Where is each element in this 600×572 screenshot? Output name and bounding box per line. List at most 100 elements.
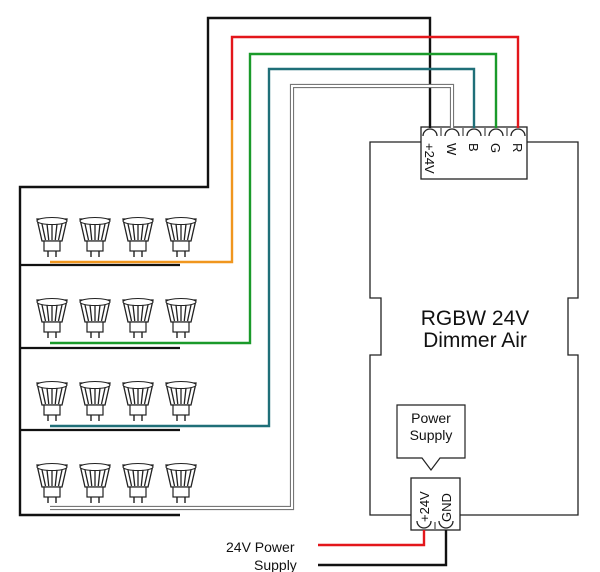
lamp-fin xyxy=(84,469,90,487)
lamp-fin xyxy=(183,304,187,322)
lamp-fin xyxy=(46,469,50,487)
orange-wire xyxy=(50,120,234,264)
lamp-fin xyxy=(186,469,192,487)
lamp-fin xyxy=(183,387,187,405)
gu10-lamp xyxy=(122,462,154,503)
lamp-base xyxy=(129,240,147,252)
lamp-fin xyxy=(143,304,149,322)
lamp-fin xyxy=(97,387,101,405)
lamp-fin xyxy=(84,387,90,405)
lamp-fin xyxy=(170,469,176,487)
lamp-fin xyxy=(41,469,47,487)
lamp-fin xyxy=(100,387,106,405)
lamp-base xyxy=(172,240,190,252)
output-terminal-screw xyxy=(488,128,504,137)
lamp-fin xyxy=(89,304,93,322)
lamp-fin xyxy=(100,223,106,241)
gu10-lamp xyxy=(165,462,197,503)
lamp-base xyxy=(172,486,190,498)
lamp-fin xyxy=(127,387,133,405)
lamp-fin xyxy=(89,387,93,405)
output-terminal-screw xyxy=(444,128,460,137)
wires xyxy=(18,16,520,567)
lamp-fin xyxy=(143,223,149,241)
gu10-lamp xyxy=(36,462,68,503)
lamp-base xyxy=(129,486,147,498)
power-supply-positive-wire xyxy=(318,530,426,547)
gu10-lamp xyxy=(36,216,68,257)
lamp-base xyxy=(172,404,190,416)
lamp-fin xyxy=(54,304,58,322)
lamp-fin xyxy=(186,223,192,241)
power-supply-ground-wire xyxy=(318,530,448,567)
lamp-fin xyxy=(132,387,136,405)
output-terminal-label: B xyxy=(466,143,481,152)
lamp-base xyxy=(86,404,104,416)
lamp-fin xyxy=(127,223,133,241)
lamp-base xyxy=(43,404,61,416)
lamp-fin xyxy=(57,469,63,487)
lamp-fin xyxy=(41,387,47,405)
input-terminal-label: +24V xyxy=(417,491,432,522)
lamp-fin xyxy=(132,223,136,241)
lamp-fin xyxy=(89,223,93,241)
lamp-base xyxy=(86,240,104,252)
lamp-face xyxy=(36,216,68,226)
lamp-fin xyxy=(186,304,192,322)
lamp-face xyxy=(122,380,154,390)
gu10-lamp xyxy=(165,380,197,421)
lamp-grid xyxy=(36,216,197,503)
lamp-fin xyxy=(127,304,133,322)
lamp-base xyxy=(43,240,61,252)
lamp-fin xyxy=(175,469,179,487)
lamp-fin xyxy=(132,469,136,487)
lamp-fin xyxy=(57,304,63,322)
lamp-base xyxy=(129,321,147,333)
lamp-face xyxy=(122,216,154,226)
lamp-fin xyxy=(41,304,47,322)
lamp-fin xyxy=(97,304,101,322)
lamp-fin xyxy=(46,223,50,241)
power-supply-label-line2: Supply xyxy=(410,427,453,443)
gu10-lamp xyxy=(122,216,154,257)
gu10-lamp xyxy=(79,462,111,503)
lamp-face xyxy=(165,380,197,390)
dimmer-title-line1: RGBW 24V xyxy=(421,307,530,330)
lamp-base xyxy=(86,486,104,498)
gu10-lamp xyxy=(122,297,154,338)
lamp-face xyxy=(79,380,111,390)
lamp-fin xyxy=(100,469,106,487)
lamp-fin xyxy=(140,469,144,487)
input-terminal-screw xyxy=(416,520,432,529)
output-terminal-label: W xyxy=(444,143,459,156)
lamp-fin xyxy=(132,304,136,322)
lamp-base xyxy=(43,486,61,498)
lamp-fin xyxy=(100,304,106,322)
green-wire xyxy=(50,52,498,345)
lamp-fin xyxy=(183,469,187,487)
lamp-base xyxy=(86,321,104,333)
lamp-face xyxy=(165,462,197,472)
plus24v-wire xyxy=(18,16,432,517)
lamp-fin xyxy=(143,387,149,405)
lamp-fin xyxy=(140,387,144,405)
white-wire-core xyxy=(50,85,453,509)
lamp-face xyxy=(165,216,197,226)
output-terminal-screw xyxy=(466,128,482,137)
lamp-face xyxy=(36,380,68,390)
lamp-fin xyxy=(54,387,58,405)
lamp-face xyxy=(36,462,68,472)
gu10-lamp xyxy=(122,380,154,421)
lamp-fin xyxy=(57,387,63,405)
lamp-fin xyxy=(170,387,176,405)
gu10-lamp xyxy=(36,297,68,338)
lamp-fin xyxy=(175,304,179,322)
lamp-fin xyxy=(97,469,101,487)
input-terminal-screw xyxy=(438,520,454,529)
lamp-fin xyxy=(127,469,133,487)
power-input-label-line2: Supply xyxy=(254,557,297,572)
output-terminal-screw xyxy=(510,128,526,137)
lamp-face xyxy=(122,462,154,472)
